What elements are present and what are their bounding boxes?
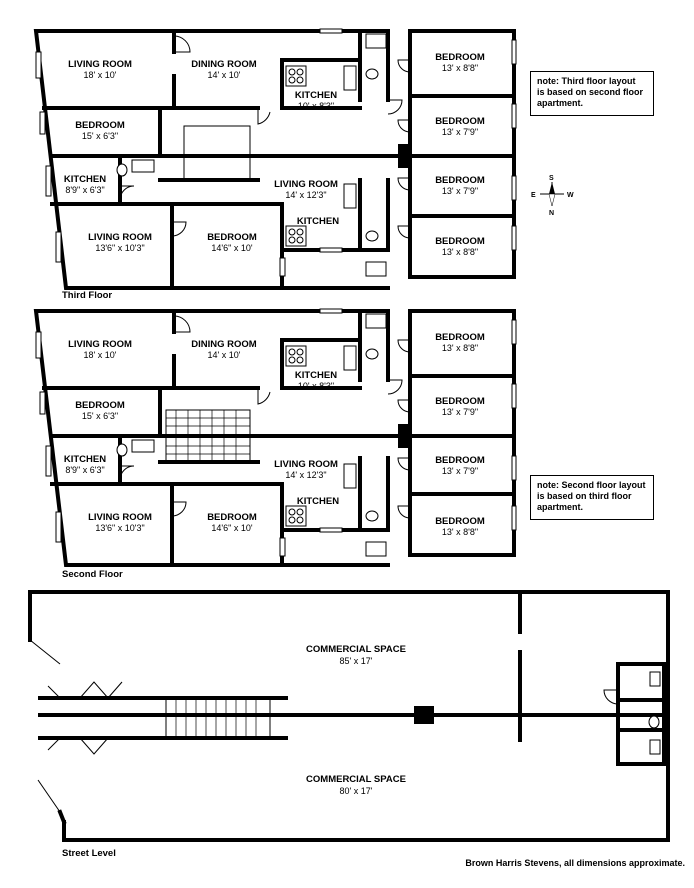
room-bedroom-5-dims: 13' x 7'9" — [442, 466, 478, 476]
room-bedroom-6-name: BEDROOM — [435, 236, 485, 247]
room-bedroom-6-dims: 13' x 8'8" — [442, 527, 478, 537]
room-bedroom-4-dims: 13' x 7'9" — [442, 407, 478, 417]
room-bedroom-5-dims: 13' x 7'9" — [442, 186, 478, 196]
room-bedroom-4-name: BEDROOM — [435, 116, 485, 127]
room-kitchen-1-dims: 10' x 8'3" — [298, 101, 334, 111]
compass-icon: S N E W — [531, 175, 574, 217]
compass-s: S — [549, 175, 554, 182]
room-kitchen-1-dims: 10' x 8'3" — [298, 381, 334, 391]
room-living-2-name: LIVING ROOM — [274, 179, 338, 190]
room-kitchen-2-dims: 8'9" x 6'3" — [65, 185, 104, 195]
commercial-space-1-name: COMMERCIAL SPACE — [306, 644, 406, 655]
room-living-2-dims: 14' x 12'3" — [285, 470, 326, 480]
room-dining-name: DINING ROOM — [191, 339, 257, 350]
room-bedroom-3-name: BEDROOM — [435, 332, 485, 343]
second-floor-note-line1: note: Second floor layout — [537, 480, 646, 490]
room-kitchen-1-name: KITCHEN — [295, 370, 337, 381]
third-floor-note: note: Third floor layout is based on sec… — [530, 71, 654, 116]
room-kitchen-1-name: KITCHEN — [295, 90, 337, 101]
room-bedroom-2-name: BEDROOM — [207, 512, 257, 523]
second-floor-note-line3: apartment. — [537, 502, 584, 512]
third-floor-note-line1: note: Third floor layout — [537, 76, 636, 86]
third-floor-label: Third Floor — [62, 290, 112, 301]
second-floor-plan: LIVING ROOM 18' x 10' DINING ROOM 14' x … — [33, 308, 517, 580]
room-bedroom-1-dims: 15' x 6'3" — [82, 131, 118, 141]
room-bedroom-5-name: BEDROOM — [435, 455, 485, 466]
room-bedroom-6-name: BEDROOM — [435, 516, 485, 527]
street-level-plan: COMMERCIAL SPACE 85' x 17' COMMERCIAL SP… — [28, 590, 670, 859]
second-floor-note: note: Second floor layout is based on th… — [530, 475, 654, 520]
room-living-2-name: LIVING ROOM — [274, 459, 338, 470]
room-bedroom-3-dims: 13' x 8'8" — [442, 343, 478, 353]
room-living-3-name: LIVING ROOM — [88, 232, 152, 243]
room-kitchen-3-name: KITCHEN — [297, 496, 339, 507]
room-living-3-dims: 13'6" x 10'3" — [95, 523, 144, 533]
credit-text: Brown Harris Stevens, all dimensions app… — [465, 858, 685, 868]
room-bedroom-1-name: BEDROOM — [75, 120, 125, 131]
room-living-3-name: LIVING ROOM — [88, 512, 152, 523]
room-kitchen-2-name: KITCHEN — [64, 454, 106, 465]
room-bedroom-5-name: BEDROOM — [435, 175, 485, 186]
room-kitchen-3-name: KITCHEN — [297, 216, 339, 227]
room-bedroom-1-dims: 15' x 6'3" — [82, 411, 118, 421]
room-dining-dims: 14' x 10' — [208, 70, 241, 80]
commercial-space-1-dims: 85' x 17' — [340, 656, 373, 666]
room-living-1-name: LIVING ROOM — [68, 339, 132, 350]
room-kitchen-2-name: KITCHEN — [64, 174, 106, 185]
room-bedroom-2-name: BEDROOM — [207, 232, 257, 243]
compass-e: E — [531, 192, 536, 199]
room-dining-name: DINING ROOM — [191, 59, 257, 70]
compass-n: N — [549, 210, 554, 217]
room-living-1-dims: 18' x 10' — [84, 70, 117, 80]
room-bedroom-3-dims: 13' x 8'8" — [442, 63, 478, 73]
third-floor-note-line2: is based on second floor — [537, 87, 644, 97]
room-living-3-dims: 13'6" x 10'3" — [95, 243, 144, 253]
room-living-2-dims: 14' x 12'3" — [285, 190, 326, 200]
room-bedroom-3-name: BEDROOM — [435, 52, 485, 63]
room-living-1-name: LIVING ROOM — [68, 59, 132, 70]
room-bedroom-4-dims: 13' x 7'9" — [442, 127, 478, 137]
room-bedroom-2-dims: 14'6" x 10' — [211, 523, 252, 533]
room-bedroom-2-dims: 14'6" x 10' — [211, 243, 252, 253]
commercial-space-2-dims: 80' x 17' — [340, 786, 373, 796]
room-living-1-dims: 18' x 10' — [84, 350, 117, 360]
street-level-label: Street Level — [62, 848, 116, 859]
second-floor-label: Second Floor — [62, 569, 123, 580]
room-bedroom-6-dims: 13' x 8'8" — [442, 247, 478, 257]
third-floor-note-line3: apartment. — [537, 98, 584, 108]
second-floor-note-line2: is based on third floor — [537, 491, 632, 501]
commercial-space-2-name: COMMERCIAL SPACE — [306, 774, 406, 785]
room-dining-dims: 14' x 10' — [208, 350, 241, 360]
room-bedroom-1-name: BEDROOM — [75, 400, 125, 411]
room-bedroom-4-name: BEDROOM — [435, 396, 485, 407]
compass-w: W — [567, 192, 574, 199]
third-floor-plan: LIVING ROOM 18' x 10' DINING ROOM 14' x … — [33, 28, 517, 301]
room-kitchen-2-dims: 8'9" x 6'3" — [65, 465, 104, 475]
